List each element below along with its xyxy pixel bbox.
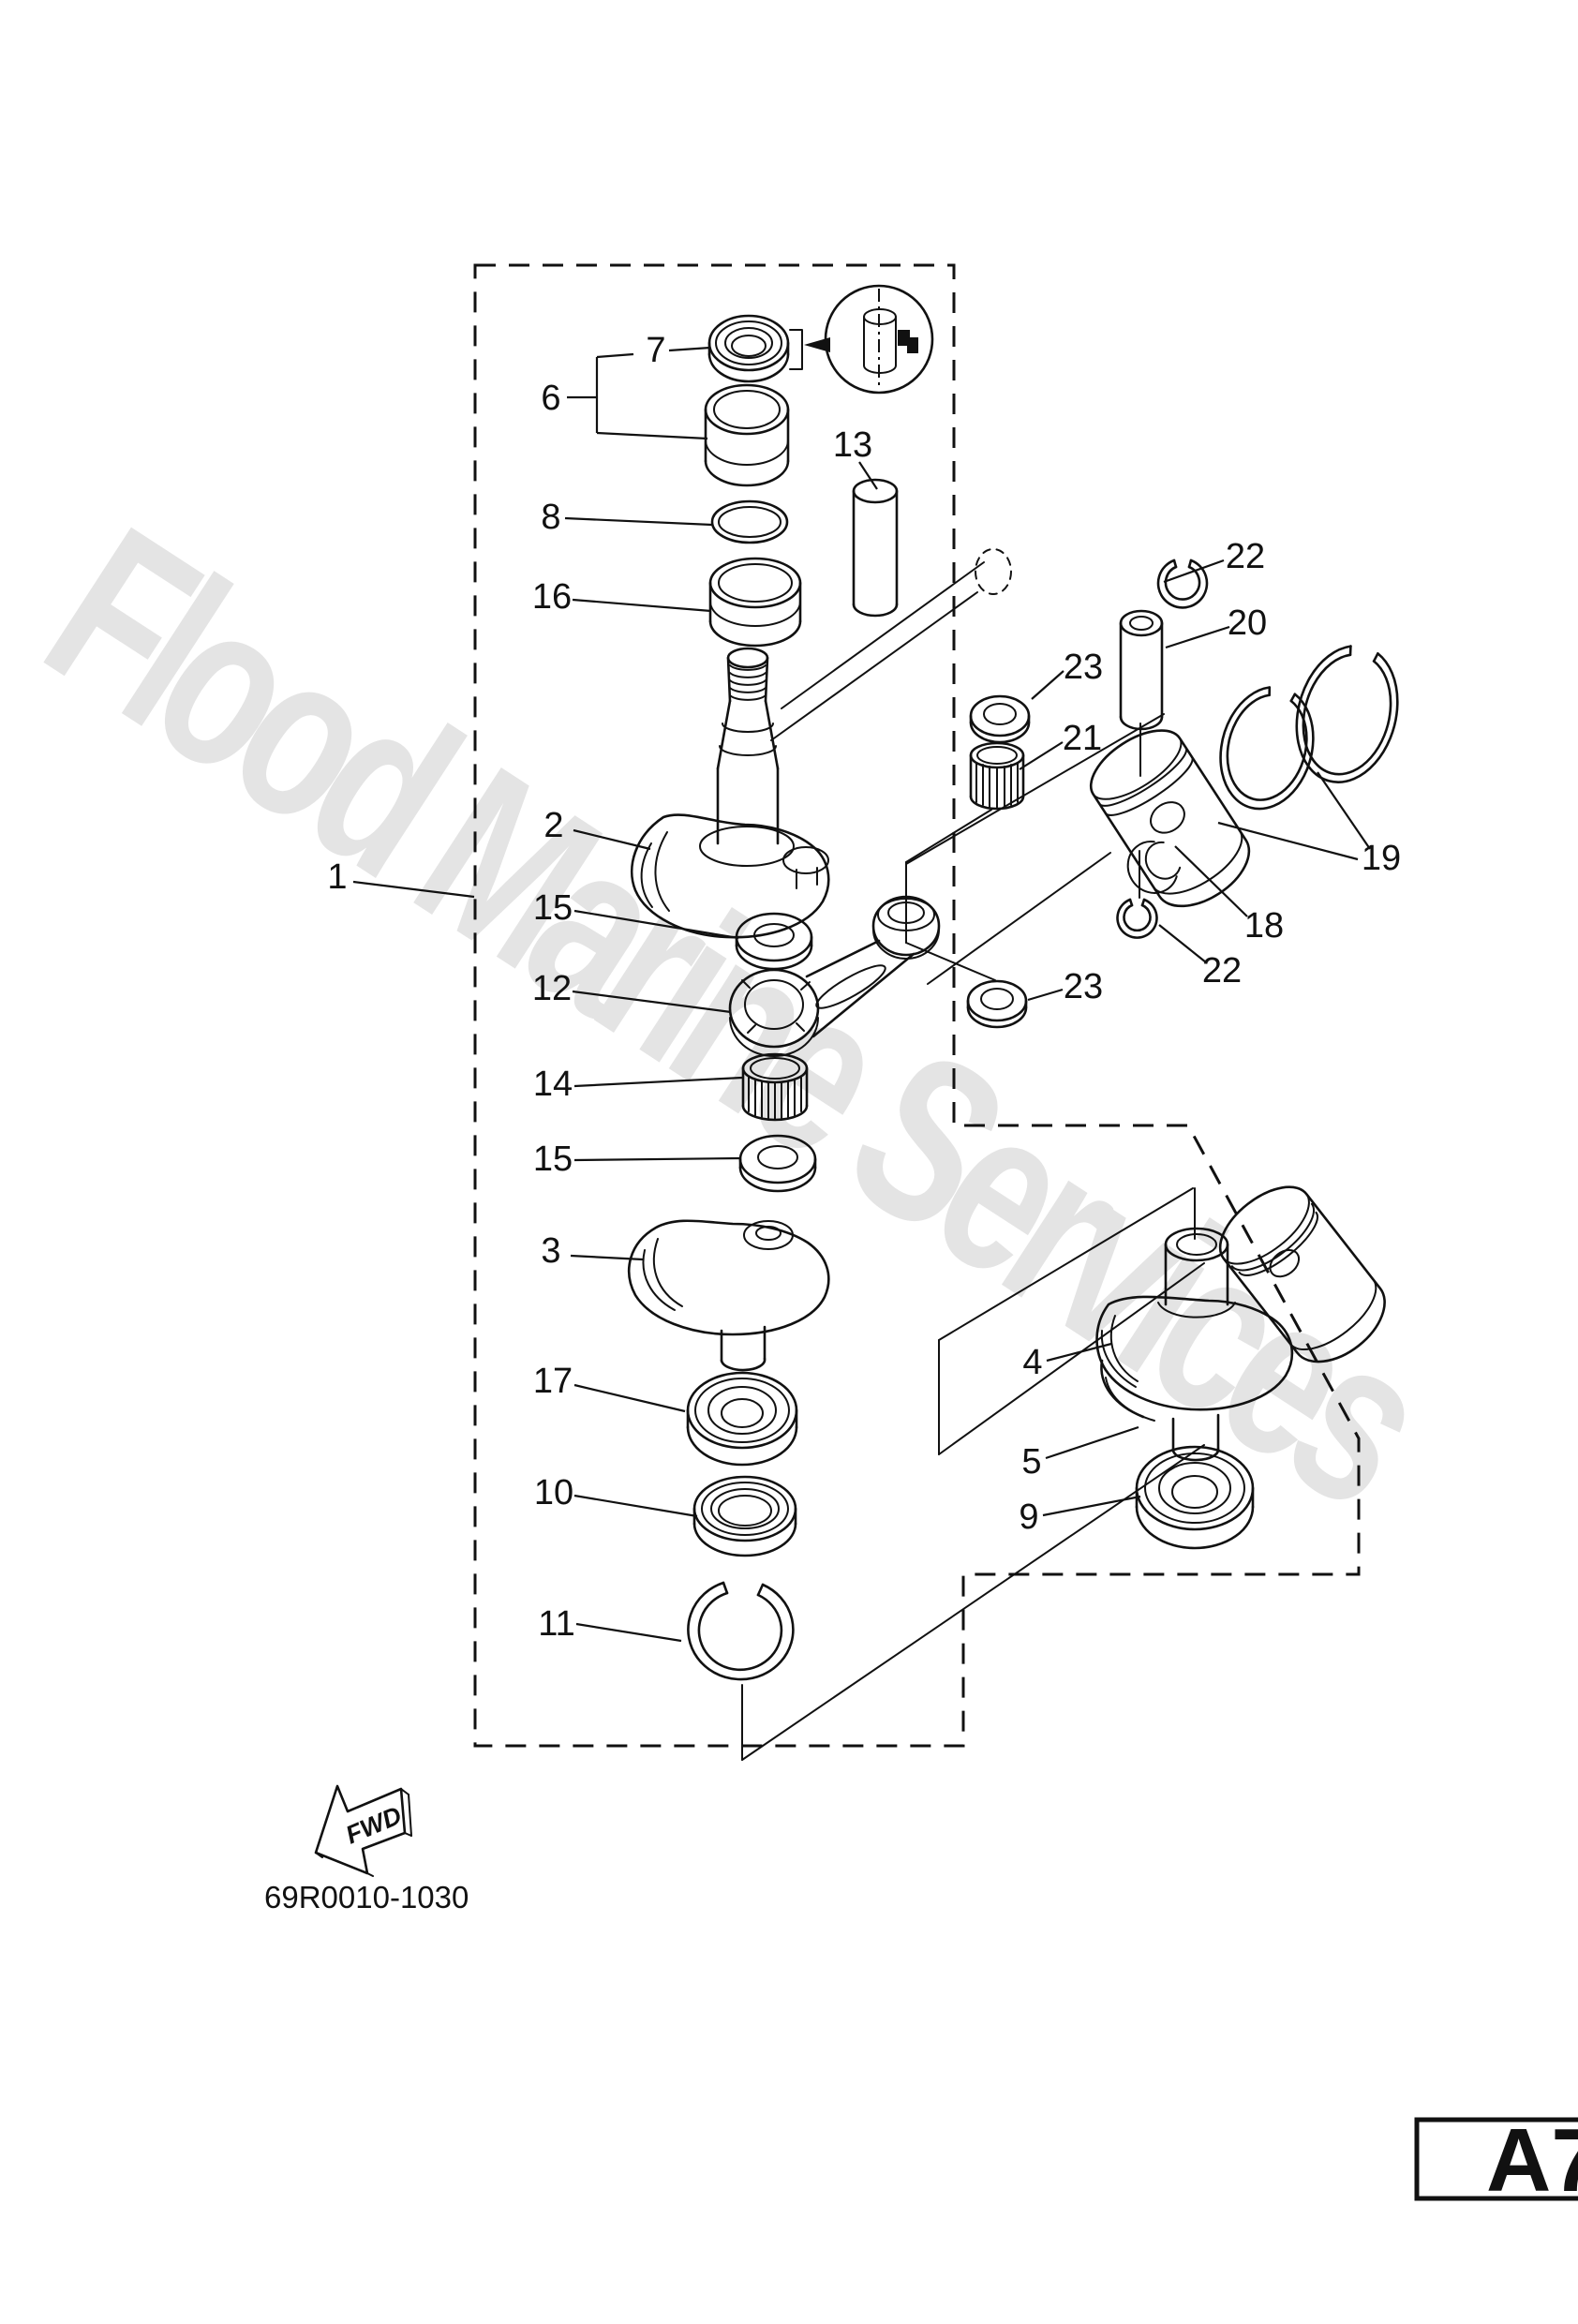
part-22-circlip-lower — [1116, 898, 1158, 939]
part-label-6: 6 — [541, 379, 560, 418]
labels-layer: 1234567891011121314151516171819202122222… — [327, 331, 1401, 1644]
part-label-11: 11 — [538, 1604, 574, 1644]
part-label-5: 5 — [1021, 1442, 1041, 1482]
leader-line-part-5 — [1045, 1425, 1139, 1460]
part-22-circlip-upper — [1156, 559, 1209, 609]
leader-line-part-11 — [575, 1622, 682, 1643]
leader-line-part-1 — [352, 880, 475, 899]
part-7-ball-bearing — [707, 314, 790, 383]
leader-line-part-21 — [1019, 741, 1064, 770]
leader-line-part-9 — [1042, 1495, 1141, 1517]
part-label-1: 1 — [327, 857, 347, 897]
part-12-connecting-rod — [728, 895, 941, 1057]
part-2-crankshaft-upper — [631, 647, 830, 939]
part-label-4: 4 — [1022, 1343, 1042, 1382]
part-8-oring — [710, 499, 789, 544]
part-23-washer-lower — [966, 979, 1028, 1029]
leader-line-part-3 — [570, 1254, 644, 1261]
part-5-crank-centre-lower — [1100, 1359, 1220, 1462]
part-label-3: 3 — [541, 1231, 560, 1271]
leader-line-part-14 — [573, 1076, 743, 1088]
part-label-9: 9 — [1019, 1497, 1038, 1537]
leader-line-part-19 — [1317, 771, 1371, 850]
part-18-piston — [1089, 729, 1251, 908]
leader-line-part-10 — [573, 1494, 698, 1518]
leader-line-part-6 — [596, 352, 634, 359]
part-14-needle-bearing — [741, 1052, 809, 1122]
drawing-number: 69R0010-1030 — [264, 1880, 469, 1914]
leader-line-part-17 — [573, 1383, 686, 1413]
leader-line-part-16 — [572, 598, 712, 613]
part-label-17: 17 — [533, 1362, 573, 1401]
part-11-circlip — [687, 1581, 795, 1681]
assembly-outline — [473, 263, 1361, 1748]
part-label-22: 22 — [1202, 951, 1242, 991]
leader-line-part-18 — [1174, 845, 1248, 917]
leader-line-part-15 — [573, 1156, 742, 1162]
part-10-oil-seal — [692, 1475, 797, 1557]
part-label-12: 12 — [532, 969, 572, 1008]
detail-view-circle — [789, 284, 934, 395]
part-label-20: 20 — [1228, 603, 1267, 643]
woodruff-key-detail — [898, 330, 918, 353]
part-label-8: 8 — [541, 498, 560, 537]
part-6-bushing — [704, 383, 790, 487]
part-16-bushing — [708, 557, 802, 648]
part-label-7: 7 — [646, 331, 665, 370]
leader-line-part-20 — [1165, 625, 1230, 649]
part-3-crankshaft-lower — [627, 1219, 830, 1372]
leader-line-part-23 — [1031, 670, 1064, 700]
part-19-piston-rings — [1219, 645, 1399, 811]
part-label-18: 18 — [1244, 906, 1284, 946]
part-label-2: 2 — [543, 806, 563, 845]
leader-line-part-22 — [1163, 559, 1225, 584]
part-assembled-piston — [1218, 1185, 1386, 1363]
part-4-crank-centre — [1095, 1227, 1294, 1411]
leader-line-part-12 — [572, 990, 732, 1014]
part-label-22: 22 — [1226, 537, 1265, 576]
leader-line-part-7 — [668, 346, 711, 352]
part-label-19: 19 — [1362, 839, 1401, 878]
page-code-box: A7 — [1414, 2110, 1578, 2211]
part-label-15: 15 — [533, 1140, 573, 1179]
part-20-piston-pin — [1119, 609, 1164, 731]
part-label-23: 23 — [1064, 967, 1103, 1006]
page-code: A7 — [1486, 2110, 1578, 2211]
leader-line-part-23 — [1027, 988, 1064, 1002]
leader-line-part-8 — [564, 516, 713, 527]
part-23-washer-upper — [969, 694, 1031, 744]
leader-line-part-6 — [596, 431, 708, 440]
part-13-crank-pin — [852, 478, 899, 618]
fwd-label: FWD — [342, 1801, 406, 1850]
leader-line-part-19 — [1217, 821, 1359, 861]
part-label-10: 10 — [534, 1473, 573, 1512]
part-label-21: 21 — [1063, 719, 1102, 758]
part-label-16: 16 — [532, 577, 572, 617]
part-21-needle-cage — [969, 741, 1025, 811]
leader-line-part-22 — [1158, 924, 1207, 963]
crank-pin-detail — [863, 308, 897, 374]
part-label-13: 13 — [833, 425, 872, 465]
part-label-23: 23 — [1064, 648, 1103, 687]
part-17-ball-bearing — [686, 1371, 798, 1467]
detail-arrow-icon — [804, 337, 830, 352]
leader-line-part-4 — [1046, 1342, 1112, 1363]
part-label-14: 14 — [533, 1065, 573, 1104]
leader-line-part-15 — [573, 909, 739, 940]
fwd-arrow: FWD — [314, 1784, 412, 1877]
leader-line-part-13 — [858, 461, 878, 490]
part-label-15: 15 — [533, 888, 573, 928]
leader-line-part-2 — [573, 828, 651, 851]
construction-lines — [741, 548, 1205, 1761]
detail-bracket — [789, 329, 803, 370]
